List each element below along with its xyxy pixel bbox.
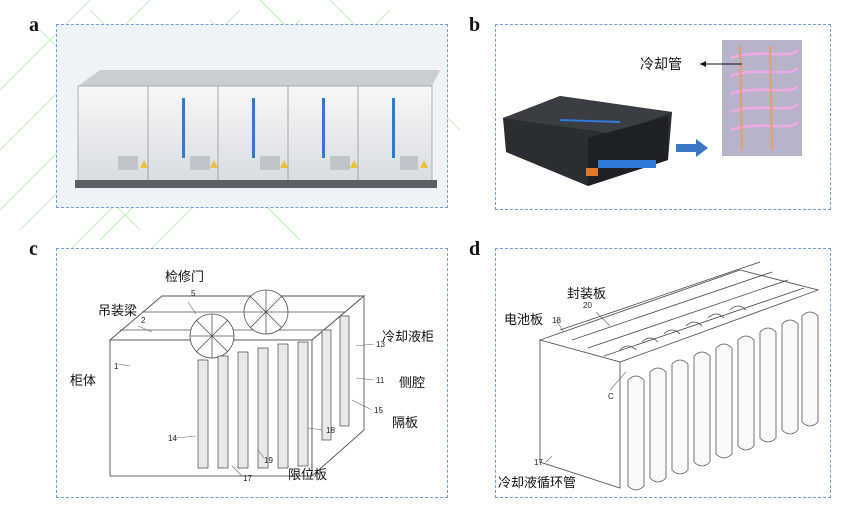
num-17-d: 17: [534, 458, 543, 467]
panel-letter-b: b: [469, 14, 481, 36]
panel-letter-a: a: [29, 14, 39, 36]
label-cabinet: 柜体: [70, 374, 97, 389]
label-battery-plate: 电池板: [504, 313, 544, 328]
label-partition: 隔板: [392, 416, 419, 431]
label-coolant-cabinet: 冷却液柜: [382, 330, 435, 345]
label-seal-plate: 封装板: [567, 287, 607, 302]
label-hatch: 检修门: [165, 270, 205, 285]
label-side-cavity: 侧腔: [399, 376, 426, 391]
num-5: 5: [191, 289, 196, 298]
num-13: 13: [376, 340, 385, 349]
panel-letter-d: d: [469, 238, 481, 260]
num-c: C: [608, 392, 614, 401]
num-17: 17: [243, 474, 252, 483]
label-limit-plate: 限位板: [288, 468, 328, 483]
num-1: 1: [114, 362, 119, 371]
num-18-d: 18: [552, 316, 561, 325]
num-11: 11: [376, 376, 385, 385]
num-20: 20: [583, 301, 592, 310]
num-19: 19: [264, 456, 273, 465]
panel-letter-c: c: [29, 238, 38, 260]
num-14: 14: [168, 434, 177, 443]
num-2: 2: [141, 316, 146, 325]
num-18: 18: [326, 426, 335, 435]
label-coolant-pipe: 冷却液循环管: [498, 476, 577, 491]
num-15: 15: [374, 406, 383, 415]
label-lifting-beam: 吊装梁: [98, 304, 138, 319]
cooling-pipe-label: 冷却管: [640, 57, 682, 73]
